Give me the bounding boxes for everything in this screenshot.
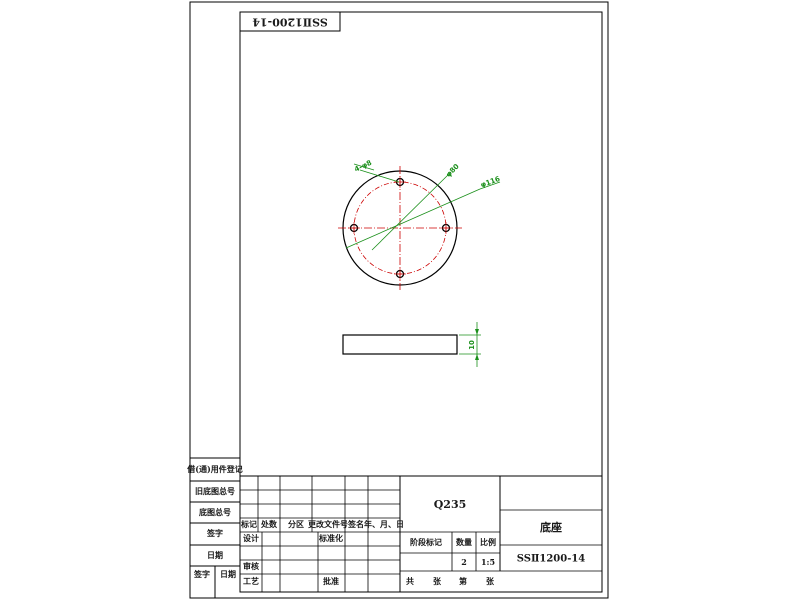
drawing-frame [239,11,603,593]
sheets-1: 张 [433,576,442,586]
sheets-2: 第 [459,576,467,586]
title-block: 标记 处数 分区 更改文件号 签名 年、月、日 设计 标准化 审核 工艺 批准 … [239,475,603,593]
sidebar-register: 借(通)用件登记 旧底图总号 底图总号 签字 日期 签字 日期 [186,457,243,598]
pcd-leader [371,171,452,251]
sidebar-cell-0: 借(通)用件登记 [186,464,243,474]
code-box: SSⅡ1200-14 [239,11,341,32]
dimensions: 4-φ8 φ80 φ116 [345,159,502,251]
sidebar-small-1: 日期 [220,569,236,579]
part-name: 底座 [540,520,562,534]
rev-label-1: 处数 [260,519,278,529]
sidebar-small-0: 签字 [193,569,210,579]
part-code: SSⅡ1200-14 [517,554,586,565]
sheet-border [189,1,609,599]
role-design: 设计 [243,533,259,543]
role-review: 审核 [243,561,259,571]
scale-value: 1:5 [481,557,495,567]
side-view: 10 [342,322,481,367]
thickness-dim-label: 10 [468,340,476,350]
sheets-3: 张 [486,576,495,586]
bolt-holes [348,176,452,280]
rev-label-5: 年、月、日 [364,519,404,529]
scale-label: 比例 [480,537,496,547]
role-standard: 标准化 [318,533,343,543]
outer-dim-label: φ116 [480,175,502,189]
rev-label-0: 标记 [240,519,257,529]
rev-label-4: 签名 [347,519,364,529]
pcd-dim-label: φ80 [444,162,461,179]
plate-section [342,334,458,355]
holes-leader [359,169,400,183]
material-label: Q235 [434,498,467,511]
sidebar-cell-4: 日期 [207,550,223,560]
sidebar-cell-2: 底图总号 [198,507,231,517]
rev-label-2: 分区 [288,519,304,529]
role-approve: 批准 [323,576,339,586]
outer-leader [345,188,481,249]
stage-label: 阶段标记 [410,537,442,547]
role-process: 工艺 [243,576,259,586]
qty-label: 数量 [456,537,472,547]
qty-value: 2 [461,557,467,567]
sidebar-cell-1: 旧底图总号 [195,486,235,496]
rev-label-3: 更改文件号 [308,519,348,529]
sidebar-cell-3: 签字 [206,528,223,538]
sheets-0: 共 [406,576,414,586]
top-view: 4-φ8 φ80 φ116 [338,159,501,290]
code-box-label: SSⅡ1200-14 [252,16,328,29]
